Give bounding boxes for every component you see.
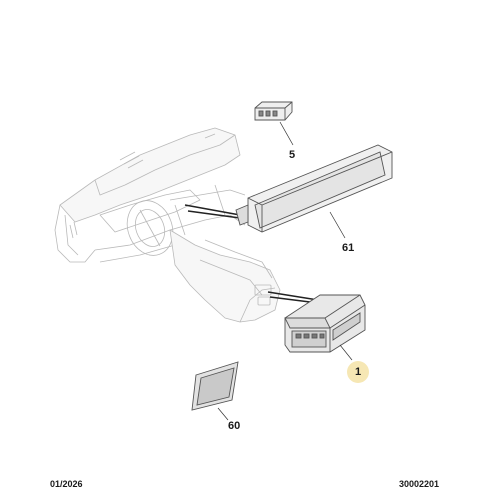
part-5-switch-module (254, 101, 293, 121)
dashboard-illustration (54, 127, 281, 323)
footer-date: 01/2026 (50, 479, 83, 489)
leader-line-5 (279, 121, 294, 146)
callout-1-badge[interactable]: 1 (347, 361, 369, 383)
callout-61[interactable]: 61 (342, 242, 355, 254)
callout-60[interactable]: 60 (228, 420, 241, 432)
part-1-control-module (284, 294, 366, 353)
part-61-display-screen (235, 144, 393, 233)
footer-code: 30002201 (399, 479, 440, 489)
callout-1-label: 1 (354, 366, 362, 378)
leader-line-60 (217, 407, 229, 421)
callout-5[interactable]: 5 (289, 149, 296, 161)
leader-line-1 (339, 344, 353, 361)
leader-line-61 (329, 211, 346, 239)
part-60-pad (191, 361, 239, 411)
